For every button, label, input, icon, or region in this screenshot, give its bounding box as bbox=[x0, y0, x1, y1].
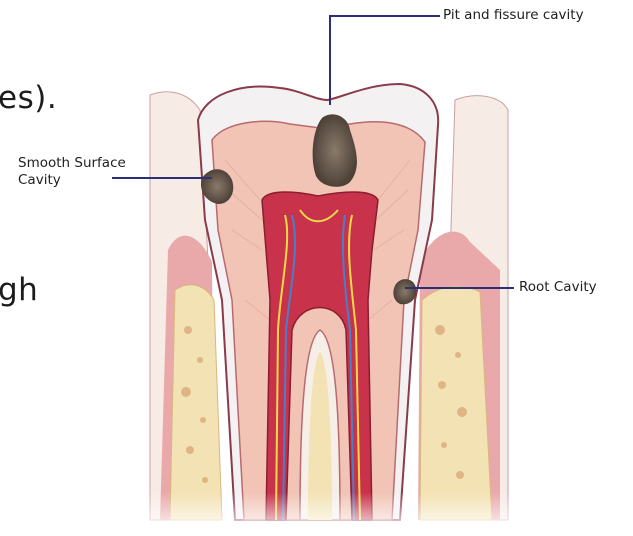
smooth-surface-label-line2: Cavity bbox=[18, 172, 126, 189]
smooth-surface-label-line1: Smooth Surface bbox=[18, 155, 126, 172]
pit-fissure-cavity-label: Pit and fissure cavity bbox=[443, 7, 584, 24]
root-cavity-label: Root Cavity bbox=[519, 279, 597, 296]
smooth-surface-cavity-label: Smooth Surface Cavity bbox=[18, 155, 126, 189]
bottom-fade bbox=[130, 380, 530, 536]
